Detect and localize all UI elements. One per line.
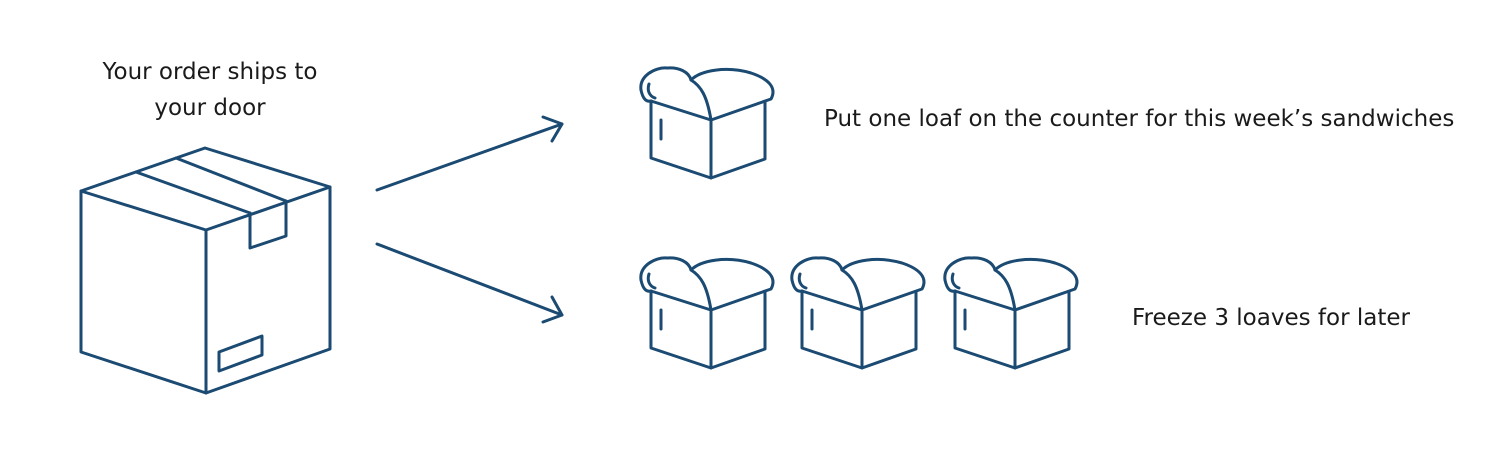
shipping-caption: Your order ships to your door xyxy=(60,54,360,126)
freezer-loaf-icon-3 xyxy=(943,256,1079,370)
freezer-loaf-icon-2 xyxy=(790,256,926,370)
freezer-loaf-icon-1 xyxy=(639,256,775,370)
shipping-caption-line2: your door xyxy=(154,95,266,121)
freeze-caption: Freeze 3 loaves for later xyxy=(1132,305,1410,331)
arrow-to-freezer xyxy=(375,242,564,324)
counter-caption: Put one loaf on the counter for this wee… xyxy=(824,106,1455,132)
arrow-to-counter xyxy=(375,115,564,192)
shipping-box-icon xyxy=(79,146,332,395)
shipping-caption-line1: Your order ships to xyxy=(102,59,318,85)
counter-loaf-icon xyxy=(639,66,775,180)
